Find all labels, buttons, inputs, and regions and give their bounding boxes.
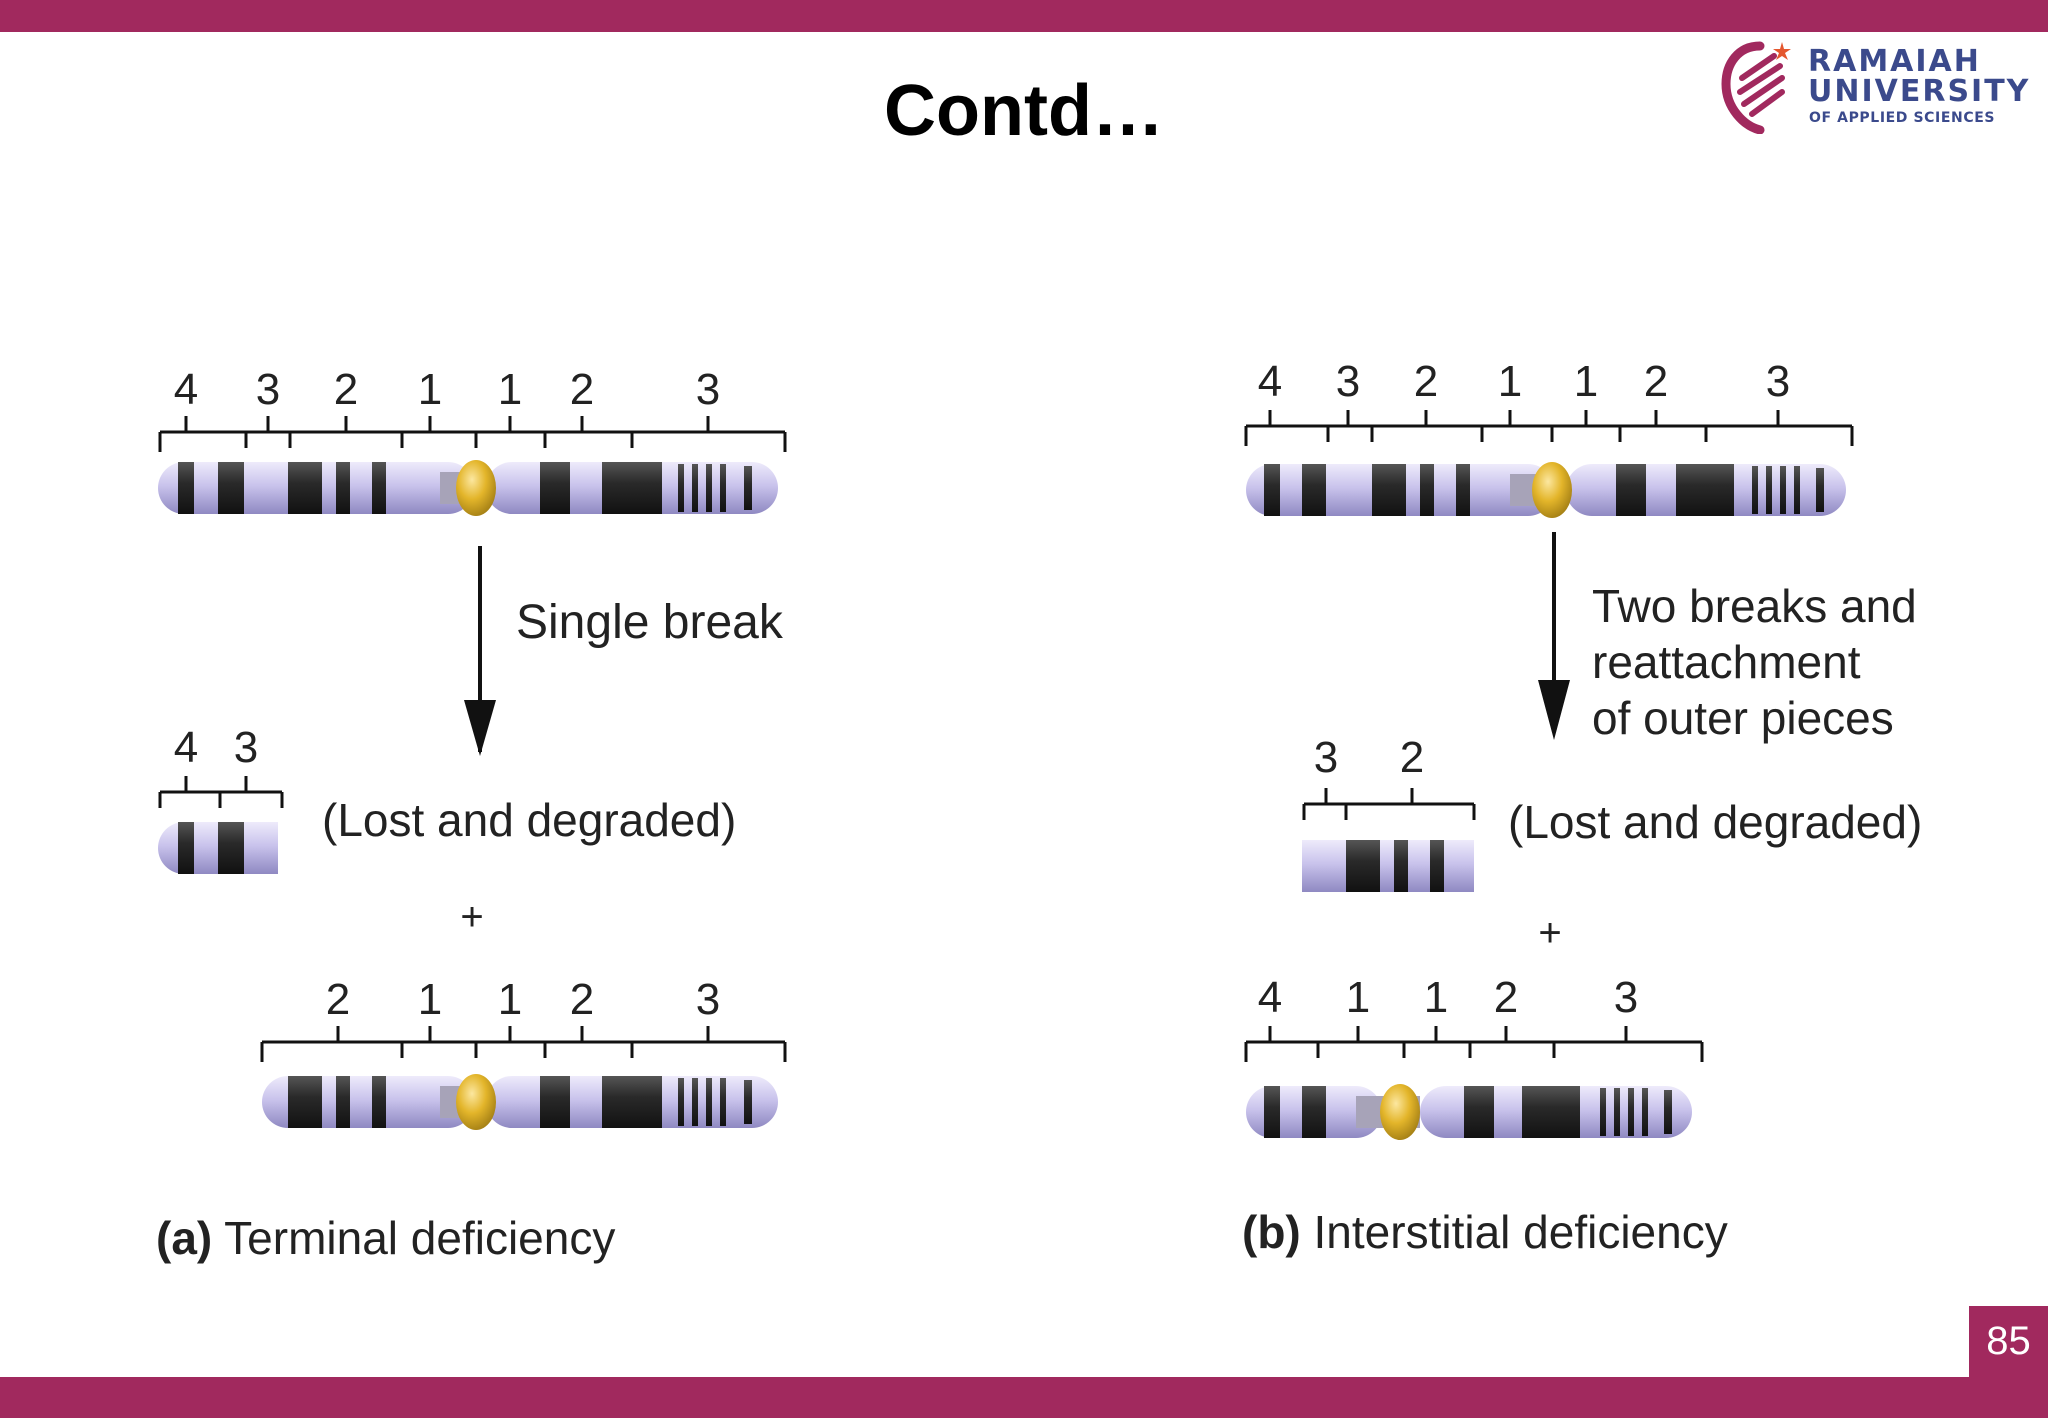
panel-a-lost-fragment-scale <box>158 776 284 808</box>
panel-b-lost-number: 2 <box>1400 733 1424 782</box>
panel-a-top-number: 2 <box>570 365 594 414</box>
panel-b: 4 3 2 1 1 2 3 Tw <box>1242 357 1922 1258</box>
panel-b-result-number: 4 <box>1258 973 1282 1022</box>
panel-b-top-number: 1 <box>1498 357 1522 406</box>
slide-title: Contd… <box>884 71 1164 151</box>
top-band <box>0 0 2048 32</box>
panel-a-lost-fragment <box>158 822 278 874</box>
panel-a-top-number: 4 <box>174 365 198 414</box>
panel-b-lost-label: (Lost and degraded) <box>1508 796 1922 848</box>
panel-a-result-number: 1 <box>418 975 442 1024</box>
ramaiah-logo-icon <box>1721 41 1791 134</box>
panel-b-arrow-label-line: Two breaks and <box>1592 580 1917 632</box>
logo-line-university: UNIVERSITY <box>1808 74 2031 109</box>
panel-a-top-number: 2 <box>334 365 358 414</box>
panel-a-lost-label: (Lost and degraded) <box>322 794 736 846</box>
panel-b-result-scale <box>1244 1026 1704 1062</box>
panel-a-result-number: 2 <box>326 975 350 1024</box>
logo-line-applied-sciences: OF APPLIED SCIENCES <box>1809 110 1996 126</box>
panel-b-result-chromosome <box>1246 1084 1692 1140</box>
page-number: 85 <box>1969 1306 2048 1377</box>
panel-b-lost-fragment-scale <box>1302 788 1476 820</box>
panel-a-top-number: 3 <box>256 365 280 414</box>
panel-b-arrow-label-line: of outer pieces <box>1592 692 1894 744</box>
panel-b-original-chromosome <box>1246 462 1846 518</box>
panel-b-top-number: 1 <box>1574 357 1598 406</box>
panel-b-top-number: 2 <box>1644 357 1668 406</box>
panel-b-top-number: 3 <box>1766 357 1790 406</box>
panel-a-top-scale <box>158 416 787 452</box>
panel-a-top-number: 1 <box>418 365 442 414</box>
panel-a-original-chromosome <box>158 460 778 516</box>
panel-a-result-number: 1 <box>498 975 522 1024</box>
panel-b-result-number: 2 <box>1494 973 1518 1022</box>
panel-a-top-number: 1 <box>498 365 522 414</box>
panel-b-result-number: 1 <box>1346 973 1370 1022</box>
panel-b-arrow-label-line: reattachment <box>1592 636 1861 688</box>
panel-b-plus: + <box>1538 911 1561 955</box>
panel-a-lost-number: 4 <box>174 723 198 772</box>
panel-a: 4 3 2 1 1 2 3 <box>156 365 787 1264</box>
panel-b-top-scale <box>1244 410 1854 446</box>
panel-b-result-number: 3 <box>1614 973 1638 1022</box>
panel-b-caption-letter: (b) <box>1242 1206 1301 1258</box>
panel-b-top-number: 3 <box>1336 357 1360 406</box>
panel-b-result-number: 1 <box>1424 973 1448 1022</box>
panel-a-arrow-head <box>464 700 496 756</box>
panel-a-caption: (a) Terminal deficiency <box>156 1212 615 1264</box>
panel-a-lost-number: 3 <box>234 723 258 772</box>
panel-a-result-chromosome <box>262 1074 778 1130</box>
panel-b-caption: (b) Interstitial deficiency <box>1242 1206 1728 1258</box>
panel-a-caption-text: Terminal deficiency <box>212 1212 615 1264</box>
bottom-band <box>0 1377 2048 1418</box>
panel-a-result-number: 2 <box>570 975 594 1024</box>
panel-a-top-number: 3 <box>696 365 720 414</box>
panel-b-lost-number: 3 <box>1314 733 1338 782</box>
university-logo: RAMAIAH UNIVERSITY OF APPLIED SCIENCES <box>1720 38 2028 138</box>
panel-a-result-number: 3 <box>696 975 720 1024</box>
panel-a-result-scale <box>260 1026 787 1062</box>
panel-a-caption-letter: (a) <box>156 1212 212 1264</box>
panel-a-arrow-label: Single break <box>516 596 784 649</box>
panel-b-top-number: 4 <box>1258 357 1282 406</box>
panel-b-top-number: 2 <box>1414 357 1438 406</box>
logo-line-ramaiah: RAMAIAH <box>1808 44 1981 79</box>
panel-b-arrow-head <box>1538 680 1570 740</box>
panel-b-caption-text: Interstitial deficiency <box>1301 1206 1728 1258</box>
panel-a-plus: + <box>460 895 483 939</box>
panel-b-lost-fragment <box>1302 840 1474 892</box>
